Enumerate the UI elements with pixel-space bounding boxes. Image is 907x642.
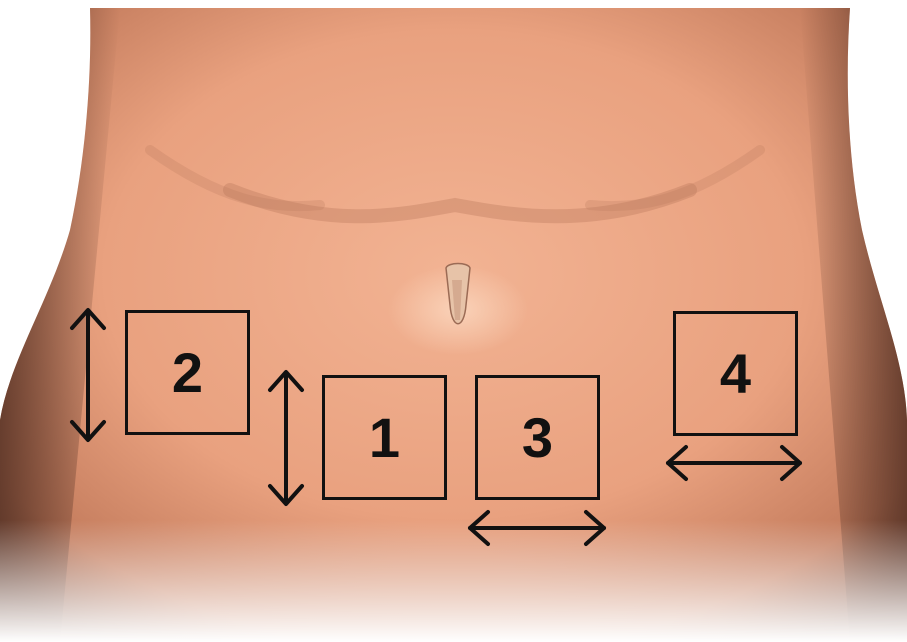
zone-label-4: 4	[720, 346, 751, 402]
zone-label-3: 3	[522, 410, 553, 466]
bottom-fade	[0, 520, 907, 642]
zone-box-4: 4	[673, 311, 798, 436]
zone-label-1: 1	[369, 410, 400, 466]
zone-box-2: 2	[125, 310, 250, 435]
zone-label-2: 2	[172, 345, 203, 401]
zone-box-3: 3	[475, 375, 600, 500]
zone-box-1: 1	[322, 375, 447, 500]
